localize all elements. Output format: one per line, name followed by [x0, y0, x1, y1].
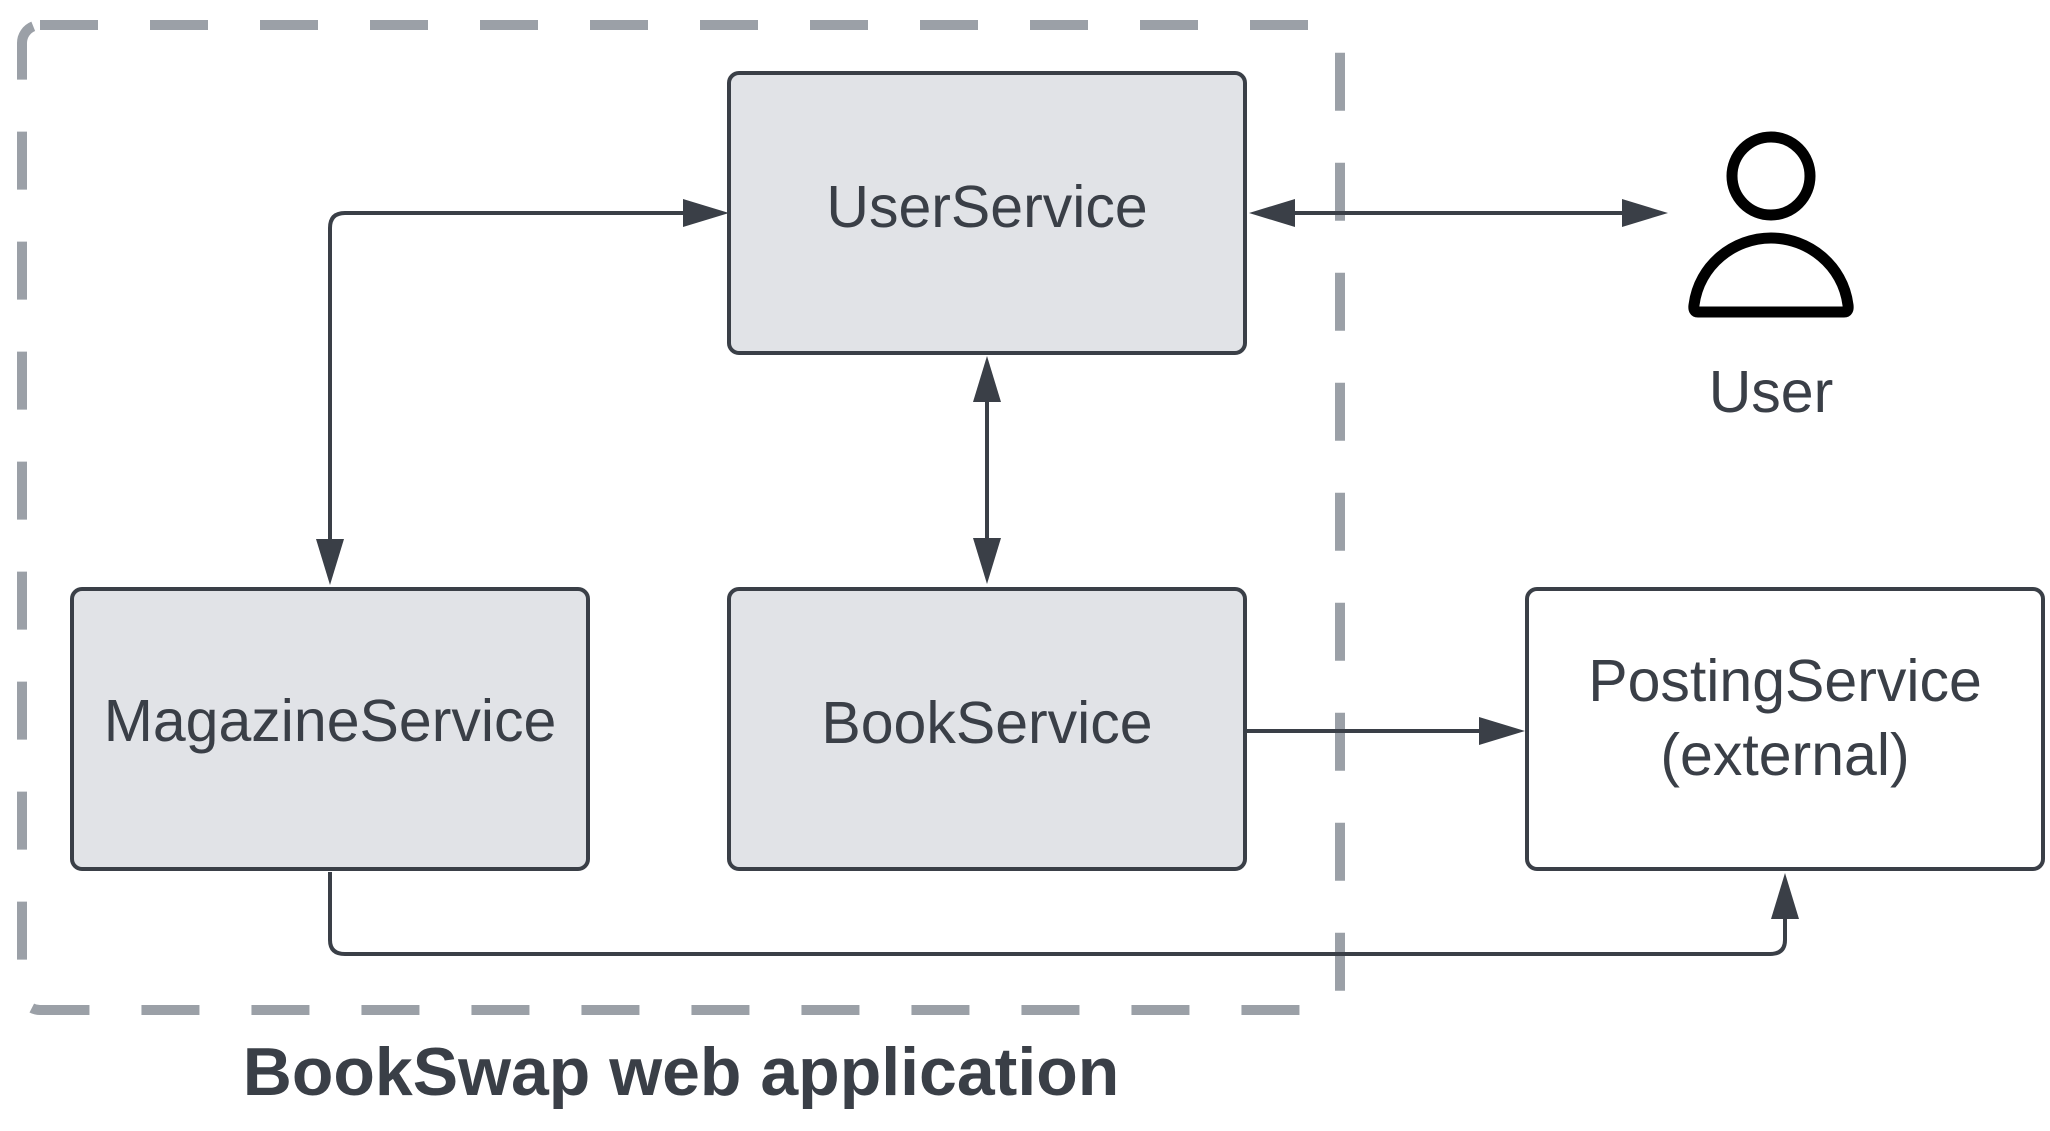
edge-magazine-user	[328, 211, 690, 560]
userservice-box	[727, 71, 1247, 355]
postingservice-label-line2: (external)	[1660, 722, 1909, 788]
arrowhead-into-postingservice-left	[1479, 717, 1525, 745]
arrowhead-into-bookservice	[973, 538, 1001, 584]
magazineservice-label: MagazineService	[104, 688, 557, 754]
arrowheads	[316, 199, 1799, 919]
arrowhead-into-user	[1622, 199, 1668, 227]
user-actor: User	[1688, 131, 1854, 425]
arrowhead-into-userservice-bottom	[973, 356, 1001, 402]
user-icon-head	[1726, 131, 1816, 221]
arrowhead-into-postingservice-bottom	[1771, 873, 1799, 919]
postingservice-label-line1: PostingService	[1588, 648, 1982, 714]
user-icon-body	[1688, 232, 1854, 318]
postingservice-box	[1525, 587, 2045, 871]
user-icon	[1688, 131, 1854, 318]
node-bookservice: BookService	[727, 587, 1247, 871]
node-magazineservice: MagazineService	[70, 587, 590, 871]
node-postingservice: PostingService (external)	[1525, 587, 2045, 871]
bookservice-label: BookService	[821, 690, 1152, 756]
magazineservice-box	[70, 587, 590, 871]
arrowhead-into-magazineservice	[316, 539, 344, 585]
application-boundary-title: BookSwap web application	[243, 1034, 1120, 1110]
application-boundary	[17, 20, 1345, 1015]
edge-magazine-posting	[328, 872, 1787, 956]
arrowhead-into-userservice-left	[683, 199, 729, 227]
node-userservice: UserService	[727, 71, 1247, 355]
user-label: User	[1709, 359, 1834, 425]
connectors	[328, 211, 1787, 956]
bookservice-box	[727, 587, 1247, 871]
arrowhead-into-userservice-right	[1249, 199, 1295, 227]
userservice-label: UserService	[826, 174, 1147, 240]
